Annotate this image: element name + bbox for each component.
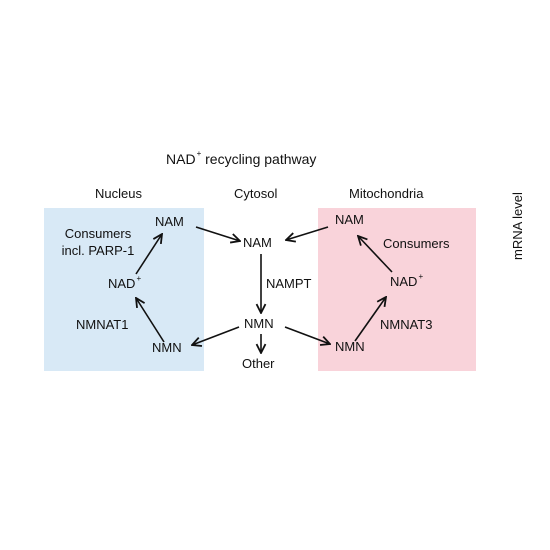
mito-nam-node: NAM [335, 212, 364, 227]
mito-consumers-label: Consumers [383, 236, 450, 251]
arrow-mito-nmn-to-nad [354, 297, 386, 342]
cytosol-heading: Cytosol [234, 186, 278, 201]
cytosol-other-node: Other [242, 356, 275, 371]
arrow-mito-nad-to-nam [358, 236, 393, 273]
arrow-cytosol-nmn-to-mito-nmn [284, 326, 330, 344]
cytosol-nmn-node: NMN [244, 316, 274, 331]
mitochondria-region [318, 208, 476, 371]
nucleus-region [44, 208, 204, 371]
mito-nad-node: NAD+ [390, 272, 424, 289]
cytosol-nampt-label: NAMPT [266, 276, 312, 291]
cytosol-nam-node: NAM [243, 235, 272, 250]
nucleus-nmn-node: NMN [152, 340, 182, 355]
arrow-mito-nam-to-cytosol-nam [286, 226, 329, 240]
nucleus-consumers-label: Consumers incl. PARP-1 [61, 226, 135, 258]
nucleus-heading: Nucleus [95, 186, 142, 201]
nucleus-nad-node: NAD+ [108, 274, 142, 291]
mitochondria-heading: Mitochondria [349, 186, 424, 201]
arrow-nucleus-nad-to-nam [135, 234, 162, 275]
arrow-cytosol-nmn-to-nucleus-nmn [192, 326, 240, 345]
arrow-nucleus-nam-to-cytosol-nam [195, 226, 240, 241]
mito-nmnat3-label: NMNAT3 [380, 317, 433, 332]
diagram-title: NAD+ recycling pathway [166, 149, 317, 167]
arrow-nucleus-nmn-to-nad [136, 298, 165, 343]
nucleus-nmnat1-label: NMNAT1 [76, 317, 129, 332]
nucleus-nam-node: NAM [155, 214, 184, 229]
mito-nmn-node: NMN [335, 339, 365, 354]
